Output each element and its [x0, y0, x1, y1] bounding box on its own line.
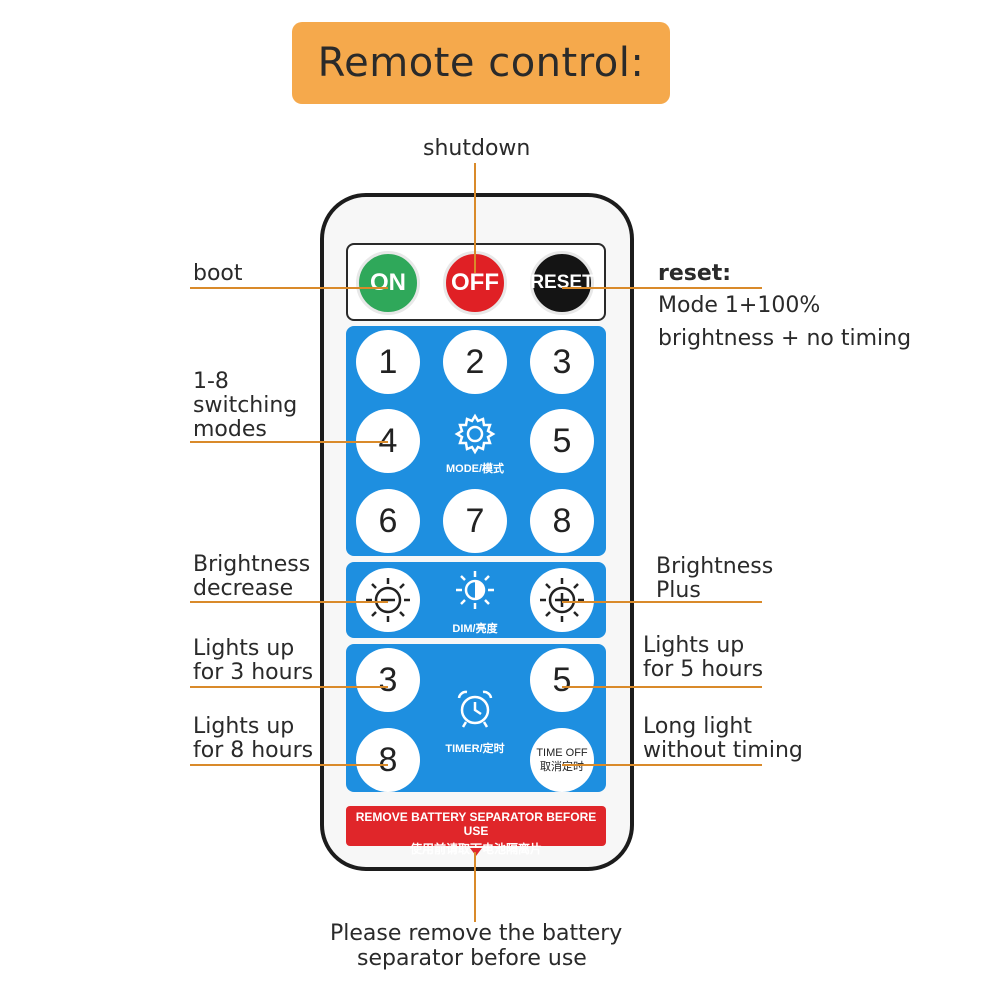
- arrow-down-icon: [470, 848, 482, 856]
- mode-button-1[interactable]: 1: [356, 330, 420, 394]
- reset-button[interactable]: RESET: [530, 251, 594, 315]
- label-bright-dec-line1: Brightness: [193, 552, 311, 577]
- title-banner: Remote control:: [292, 22, 670, 104]
- label-bright-plus-line2: Plus: [656, 578, 701, 603]
- label-reset-line2: brightness + no timing: [658, 326, 912, 351]
- gear-icon: [454, 413, 496, 455]
- timer-3-button[interactable]: 3: [356, 648, 420, 712]
- label-boot: boot: [193, 261, 243, 286]
- mode-button-8[interactable]: 8: [530, 489, 594, 553]
- label-lights8-line1: Lights up: [193, 714, 295, 739]
- time-off-label-cn: 取消定时: [540, 761, 584, 773]
- time-off-button[interactable]: TIME OFF 取消定时: [530, 728, 594, 792]
- label-lights5-line2: for 5 hours: [643, 657, 764, 682]
- label-reset-line1: Mode 1+100%: [658, 293, 821, 318]
- label-bright-plus: Brightness Plus: [656, 555, 773, 603]
- label-battery-line2: separator before use: [357, 946, 587, 971]
- boot-leader: [190, 287, 388, 289]
- sun-half-icon: [456, 571, 494, 609]
- mode-caption: MODE/模式: [445, 463, 505, 475]
- mode-button-6[interactable]: 6: [356, 489, 420, 553]
- alarm-clock-icon: [457, 690, 493, 728]
- mode-button-2[interactable]: 2: [443, 330, 507, 394]
- label-lights3: Lights up for 3 hours: [193, 637, 313, 685]
- label-long: Long light without timing: [643, 715, 803, 763]
- bright-dec-leader: [190, 601, 388, 603]
- time-off-label: TIME OFF: [536, 747, 588, 759]
- timer-caption: TIMER/定时: [445, 743, 505, 755]
- brightness-decrease-button[interactable]: [356, 568, 420, 632]
- shutdown-leader: [474, 163, 476, 273]
- label-lights5-line1: Lights up: [643, 633, 745, 658]
- label-bright-dec: Brightness decrease: [193, 553, 310, 601]
- bright-plus-leader: [562, 601, 762, 603]
- label-lights3-line2: for 3 hours: [193, 660, 314, 685]
- label-modes-line3: modes: [193, 417, 267, 442]
- label-long-line2: without timing: [643, 738, 803, 763]
- label-reset: reset:: [658, 262, 731, 286]
- on-button[interactable]: ON: [356, 251, 420, 315]
- battery-leader: [474, 852, 476, 922]
- label-modes-line1: 1-8: [193, 369, 229, 394]
- battery-warning-strip: REMOVE BATTERY SEPARATOR BEFORE USE 使用前请…: [346, 806, 606, 856]
- label-lights8: Lights up for 8 hours: [193, 715, 313, 763]
- label-modes: 1-8 switching modes: [193, 370, 297, 442]
- lights5-leader: [562, 686, 762, 688]
- label-modes-line2: switching: [193, 393, 298, 418]
- label-shutdown: shutdown: [423, 136, 531, 161]
- label-bright-dec-line2: decrease: [193, 576, 294, 601]
- page-title: Remote control:: [317, 40, 645, 86]
- timer-5-button[interactable]: 5: [530, 648, 594, 712]
- dim-caption: DIM/亮度: [452, 623, 498, 635]
- sun-plus-icon: [540, 578, 584, 622]
- mode-button-5[interactable]: 5: [530, 409, 594, 473]
- sun-minus-icon: [366, 578, 410, 622]
- label-lights8-line2: for 8 hours: [193, 738, 314, 763]
- brightness-plus-button[interactable]: [530, 568, 594, 632]
- timer-8-button[interactable]: 8: [356, 728, 420, 792]
- long-leader: [562, 764, 762, 766]
- label-lights5: Lights up for 5 hours: [643, 634, 763, 682]
- label-reset-title: reset:: [658, 261, 732, 286]
- label-long-line1: Long light: [643, 714, 752, 739]
- modes-leader: [190, 441, 388, 443]
- reset-leader: [562, 287, 762, 289]
- label-bright-plus-line1: Brightness: [656, 554, 774, 579]
- label-lights3-line1: Lights up: [193, 636, 295, 661]
- strip-text-en: REMOVE BATTERY SEPARATOR BEFORE USE: [355, 810, 597, 838]
- mode-button-7[interactable]: 7: [443, 489, 507, 553]
- lights3-leader: [190, 686, 388, 688]
- lights8-leader: [190, 764, 388, 766]
- label-battery-line1: Please remove the battery: [330, 921, 623, 946]
- mode-button-3[interactable]: 3: [530, 330, 594, 394]
